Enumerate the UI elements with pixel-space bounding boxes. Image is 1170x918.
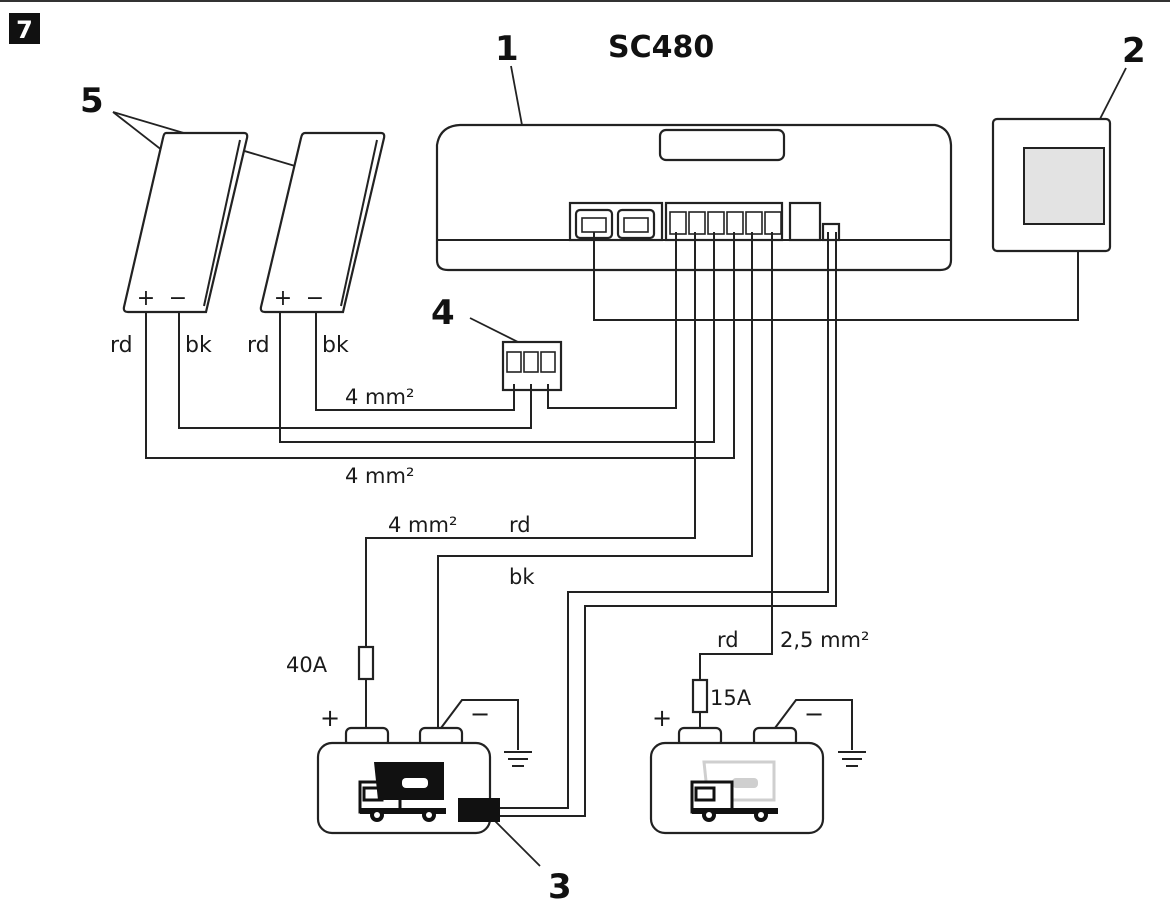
panel-connector bbox=[501, 340, 563, 392]
starter-gauge-label: 2,5 mm² bbox=[780, 628, 869, 652]
fuse-40a bbox=[357, 645, 375, 681]
panel1-black-label: bk bbox=[185, 333, 212, 358]
callout-5-panels: 5 bbox=[80, 81, 104, 121]
motorhome-icon-light bbox=[690, 760, 778, 822]
terminal-block bbox=[664, 201, 784, 242]
fuse-15a-label: 15A bbox=[710, 686, 752, 710]
starter-battery bbox=[649, 726, 825, 835]
callout-4-connector: 4 bbox=[431, 293, 455, 333]
controller-top-window bbox=[658, 128, 786, 162]
panel2-red-label: rd bbox=[247, 333, 270, 358]
callout-2-display: 2 bbox=[1122, 31, 1146, 71]
panel1-minus: − bbox=[169, 286, 187, 311]
motorhome-icon-dark bbox=[358, 762, 446, 822]
fuse-slot bbox=[788, 201, 822, 242]
starter-ground bbox=[774, 699, 866, 767]
panel2-plus: + bbox=[274, 286, 292, 311]
panel1-red-label: rd bbox=[110, 333, 133, 358]
fuse-15a bbox=[691, 678, 709, 714]
display-panel bbox=[991, 117, 1112, 253]
callout-3-sensor: 3 bbox=[548, 867, 572, 907]
starter-plus-label: + bbox=[652, 704, 672, 732]
solar-panel-2 bbox=[259, 131, 386, 314]
leisure-minus-label: − bbox=[470, 700, 490, 728]
panel-gauge-label-1: 4 mm² bbox=[345, 385, 414, 409]
battery-red-label: rd bbox=[509, 513, 531, 537]
figure-number-badge: 7 bbox=[9, 13, 40, 44]
leisure-battery bbox=[316, 726, 500, 835]
display-ports bbox=[568, 201, 664, 242]
panel2-minus: − bbox=[306, 286, 324, 311]
panel-gauge-label-2: 4 mm² bbox=[345, 464, 414, 488]
battery-sensor-box bbox=[458, 798, 500, 822]
figure-number: 7 bbox=[16, 16, 33, 44]
battery-black-label: bk bbox=[509, 565, 535, 589]
panel2-black-label: bk bbox=[322, 333, 349, 358]
wiring bbox=[145, 232, 1079, 817]
display-screen bbox=[1023, 147, 1105, 225]
battery-gauge-label: 4 mm² bbox=[388, 513, 457, 537]
diagram-title: SC480 bbox=[608, 30, 714, 65]
leisure-plus-label: + bbox=[320, 704, 340, 732]
callout-leaders bbox=[112, 65, 1127, 867]
solar-panel-1 bbox=[122, 131, 249, 314]
callout-1-controller: 1 bbox=[495, 29, 519, 69]
controller-unit bbox=[435, 123, 953, 272]
leisure-ground bbox=[440, 699, 532, 767]
panel1-plus: + bbox=[137, 286, 155, 311]
starter-minus-label: − bbox=[804, 700, 824, 728]
starter-red-label: rd bbox=[717, 628, 739, 652]
fuse-40a-label: 40A bbox=[286, 653, 328, 677]
